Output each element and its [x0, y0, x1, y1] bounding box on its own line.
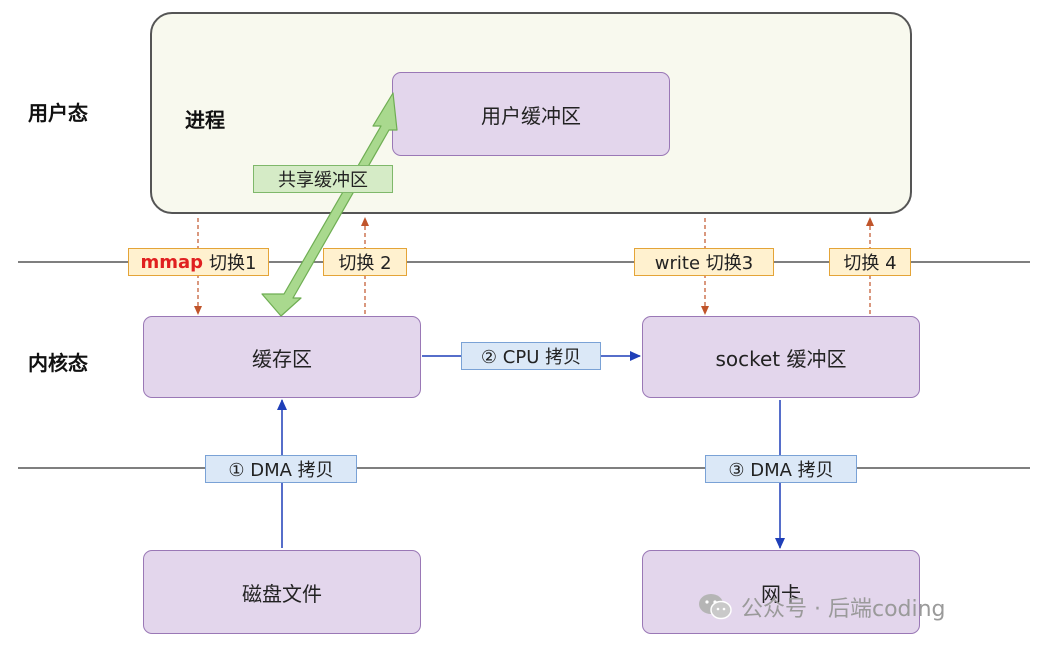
socket-buffer-box: socket 缓冲区	[642, 316, 920, 398]
dma-copy-3-tag: ③ DMA 拷贝	[705, 455, 857, 483]
mmap-call-label: mmap	[140, 251, 204, 273]
process-label: 进程	[185, 108, 225, 132]
wechat-icon	[699, 594, 732, 620]
nic-box: 网卡	[642, 550, 920, 634]
watermark-text: 公众号 · 后端coding	[741, 597, 946, 622]
write-switch3-tag: write 切换3	[634, 248, 774, 276]
switch1-label: 切换1	[209, 253, 257, 274]
dma-copy-1-tag: ① DMA 拷贝	[205, 455, 357, 483]
cpu-copy-2-tag: ② CPU 拷贝	[461, 342, 601, 370]
disk-file-box: 磁盘文件	[143, 550, 421, 634]
user-mode-label: 用户态	[28, 101, 88, 125]
user-buffer-box: 用户缓冲区	[392, 72, 670, 156]
watermark: 公众号 · 后端coding	[697, 588, 946, 626]
kernel-mode-label: 内核态	[28, 351, 88, 375]
switch2-tag: 切换 2	[323, 248, 407, 276]
switch4-tag: 切换 4	[829, 248, 911, 276]
shared-buffer-tag: 共享缓冲区	[253, 165, 393, 193]
cache-box: 缓存区	[143, 316, 421, 398]
